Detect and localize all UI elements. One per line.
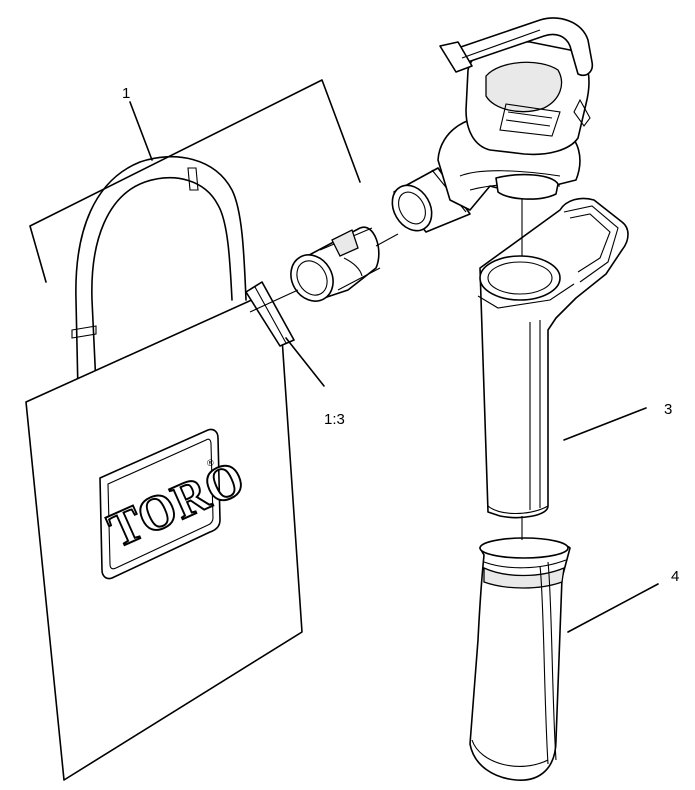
blower-housing (391, 17, 594, 233)
bag-logo-registered-mark: ® (207, 458, 214, 468)
alignment-lines (249, 198, 523, 540)
callout-label-3: 3 (664, 401, 672, 418)
callout-3-leader (563, 407, 647, 441)
nozzle (469, 537, 571, 781)
bag-adapter (290, 226, 381, 302)
collection-bag: TORO ® (25, 155, 303, 781)
bag-body (25, 297, 303, 781)
bag-strap (71, 155, 247, 393)
callout-1-3-leader (285, 337, 325, 387)
callout-leaders (29, 79, 659, 633)
callout-label-1-3: 1:3 (324, 411, 345, 428)
callout-label-1: 1 (122, 85, 130, 102)
callout-1-bracket (29, 79, 361, 283)
vacuum-tube (477, 197, 629, 519)
callout-label-4: 4 (671, 568, 679, 585)
callout-4-leader (567, 583, 659, 633)
